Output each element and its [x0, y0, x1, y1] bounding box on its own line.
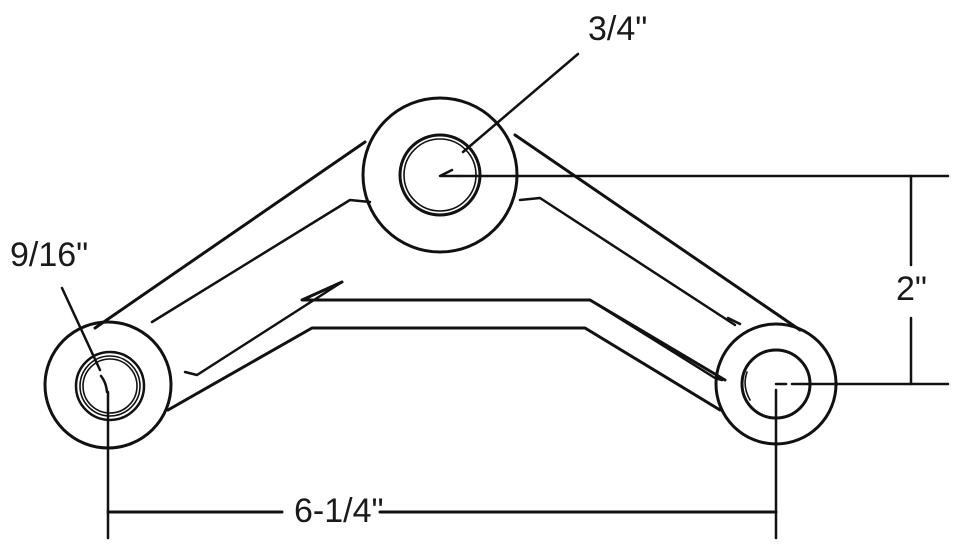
left-bore-label: 9/16" — [10, 236, 89, 274]
height-label: 2" — [896, 270, 927, 308]
bracket-body — [93, 133, 802, 412]
dimension-lines — [106, 174, 950, 540]
span-label: 6-1/4" — [294, 492, 384, 530]
leader-lines — [60, 52, 580, 372]
center-bore-label: 3/4" — [588, 10, 648, 48]
